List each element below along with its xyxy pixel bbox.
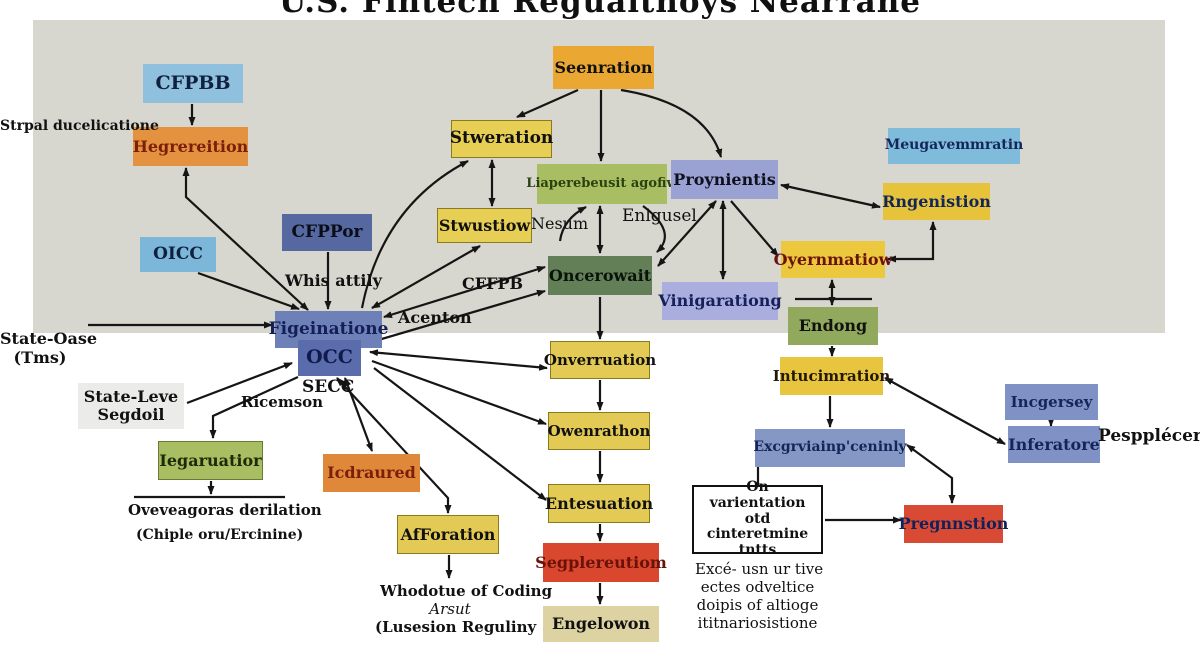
node-cfpbb: CFPBB — [143, 64, 243, 103]
node-proyments: Proynientis — [671, 160, 778, 199]
node-entesuation: Entesuation — [545, 484, 653, 523]
node-occ: OCC — [298, 340, 361, 376]
node-iegaruatior: Iegaruatior — [158, 441, 263, 480]
label-nesum: Nesum — [531, 214, 589, 233]
node-oicc: OICC — [140, 237, 216, 272]
label-oveveagoras: Oveveagoras derilation — [128, 501, 322, 519]
node-owenrathon: Owenrathon — [548, 412, 650, 450]
node-incgersey: Incgersey — [1005, 384, 1098, 420]
label-stateoase: State-Oase(Tms) — [0, 329, 98, 368]
node-stweration: Stweration — [450, 120, 553, 158]
node-segplereutiom: Segplereutiom — [535, 543, 667, 582]
node-intucimration: Intucimration — [773, 357, 890, 395]
arrow-hub-afforation — [336, 377, 452, 514]
node-liapere: Liaperebeusit agofiw — [526, 164, 678, 204]
label-cffpb: CFFPB — [462, 274, 524, 293]
node-oyernmatiow: Oyernmatiow — [774, 241, 892, 278]
label-acenton: Acenton — [398, 308, 472, 327]
label-arsut: Arsut — [429, 600, 471, 618]
node-meugavemmratin: Meugavemmratin — [885, 128, 1023, 164]
label-chiple: (Chiple oru/Ercinine) — [136, 527, 304, 543]
node-vinigarationg: Vinigarationg — [658, 282, 782, 320]
node-inferatore: Inferatore — [1008, 426, 1100, 463]
node-pregnnstion: Pregnnstion — [899, 505, 1008, 543]
node-endong: Endong — [788, 307, 878, 345]
node-cfppor: CFPPor — [282, 214, 372, 251]
node-seenration: Seenration — [553, 46, 654, 89]
label-enlgusel: Enlgusel — [622, 206, 697, 226]
label-whodotue: Whodotue of Coding — [380, 582, 553, 600]
node-icdraured: Icdraured — [323, 454, 420, 492]
node-onverruation: Onverruation — [544, 341, 656, 379]
arrow-hub-onverruation — [369, 349, 548, 371]
label-pesp: Pespplécertinvc — [1098, 426, 1200, 446]
node-hegrereition: Hegrereition — [133, 127, 248, 166]
label-ricemson: Ricemson — [241, 393, 324, 411]
node-oncerowait: Oncerowait — [548, 256, 652, 295]
label-secc: SECC — [302, 377, 355, 397]
arrow-hub-owenrathon — [371, 359, 547, 426]
label-lusesion: (Lusesion Reguliny — [375, 618, 537, 636]
node-afforation: AfForation — [397, 515, 499, 554]
node-stwustiow: Stwustiow — [437, 208, 532, 243]
node-rngenistion: Rngenistion — [882, 183, 991, 220]
label-whisattily: Whis attily — [285, 271, 382, 290]
node-engelowon: Engelowon — [543, 606, 659, 642]
node-excgrviainp: Excgrviainp'ceninly — [753, 429, 907, 467]
label-strpal: Strpal ducelicatione — [0, 118, 159, 134]
arrow-excgrviainp-pregnnstion — [906, 444, 956, 504]
diagram-title: U.S. Fintech Reguaitnoys Nearrane — [279, 0, 921, 20]
